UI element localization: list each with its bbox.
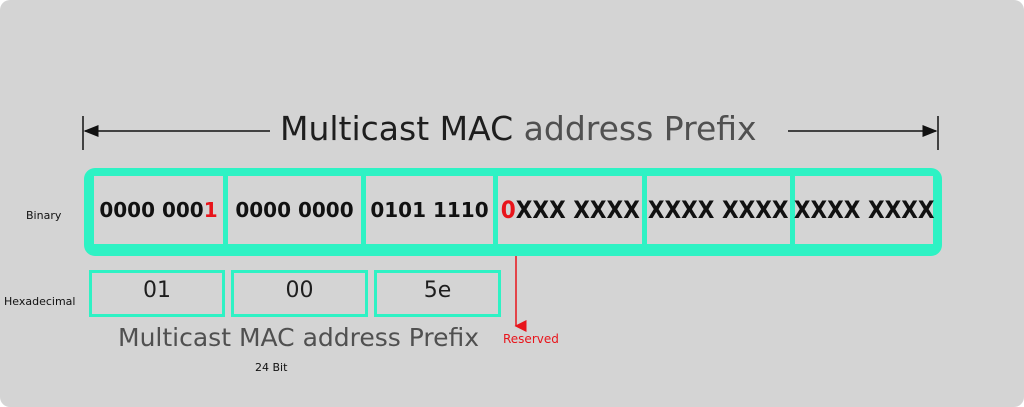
binary-octet-3: 0101 1110 <box>366 176 493 244</box>
hexadecimal-row-label: Hexadecimal <box>4 295 76 308</box>
prefix-caption: Multicast MAC address Prefix <box>118 323 480 352</box>
reserved-bit: 0 <box>500 196 516 224</box>
binary-octet-2: 0000 0000 <box>228 176 361 244</box>
hex-octet-3: 5e <box>374 270 501 317</box>
binary-octet-6: XXXX XXXX <box>794 176 934 244</box>
hex-octet-1: 01 <box>89 270 225 317</box>
hex-octet-2: 00 <box>231 270 368 317</box>
binary-octet-4: 0XXX XXXX <box>498 176 642 244</box>
binary-row-label: Binary <box>26 209 62 222</box>
reserved-label: Reserved <box>503 332 559 346</box>
bit-count-label: 24 Bit <box>255 361 288 374</box>
title-dark-part: Multicast MAC <box>280 109 524 148</box>
diagram-title: Multicast MAC address Prefix <box>270 106 767 152</box>
multicast-bit: 1 <box>203 198 218 222</box>
title-light-part: address Prefix <box>523 109 757 148</box>
binary-octet-5: XXXX XXXX <box>647 176 790 244</box>
